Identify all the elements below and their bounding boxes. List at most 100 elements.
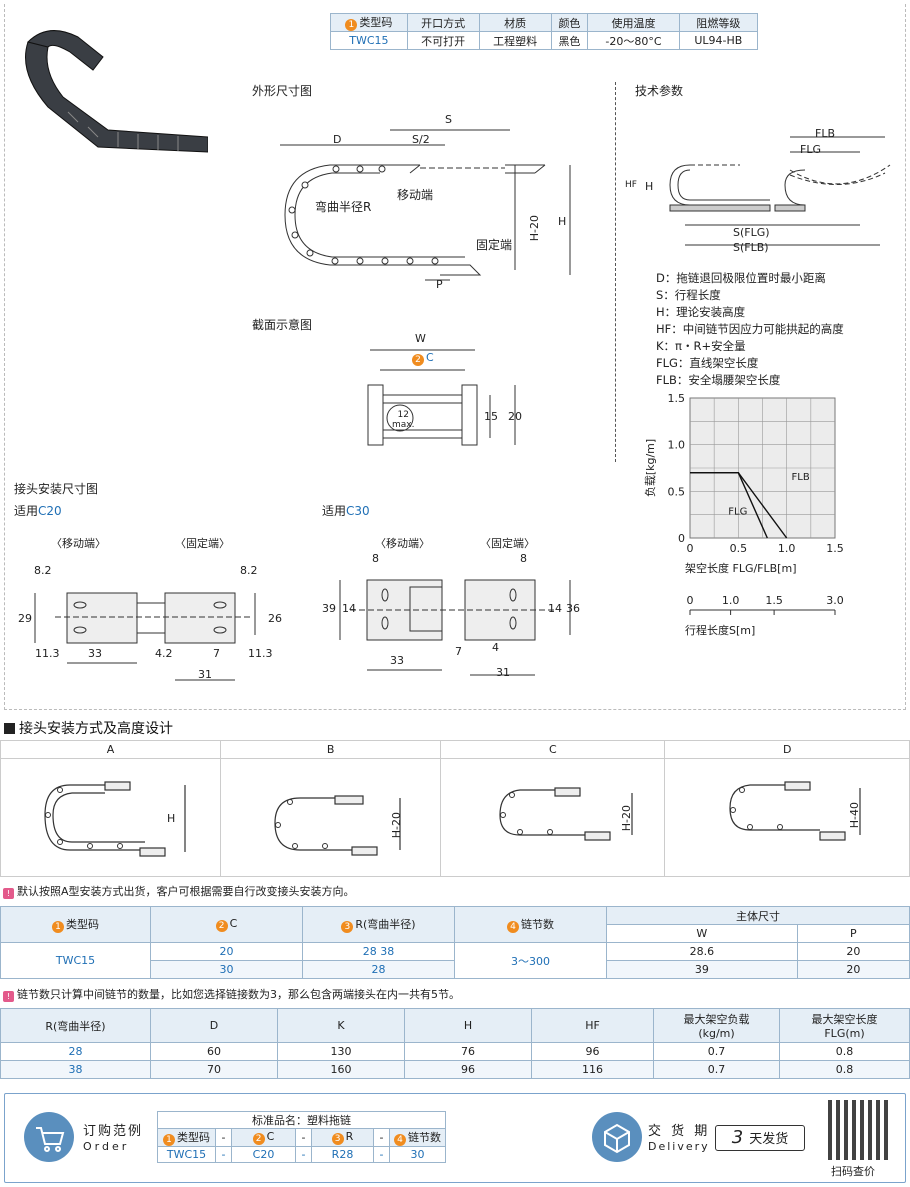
delivery-title-en: Delivery xyxy=(648,1140,710,1153)
install-height-C: H-20 xyxy=(620,805,633,832)
t1-p: 20 xyxy=(796,942,910,961)
label-moving-end: 移动端 xyxy=(397,188,434,202)
delivery-title: 交 货 期 xyxy=(648,1124,711,1139)
c20-dim: 8.2 xyxy=(34,564,52,577)
t1-type-code: TWC15 xyxy=(0,942,151,979)
spec-open: 不可打开 xyxy=(406,31,480,50)
badge-1: 1 xyxy=(345,19,358,31)
tech-SFLB: S(FLB) xyxy=(733,241,769,254)
c30-dim: 39 xyxy=(322,602,336,615)
install-height-D: H-40 xyxy=(848,802,861,829)
order-h-sep: - xyxy=(295,1128,312,1147)
dim-20: 20 xyxy=(508,410,522,423)
dim-S2: S/2 xyxy=(412,133,430,146)
c20-dim: 29 xyxy=(18,612,32,625)
install-table: A B C D xyxy=(0,740,910,877)
dim-S: S xyxy=(445,113,452,126)
cross-section-drawing xyxy=(367,349,516,446)
section-diagram-title: 截面示意图 xyxy=(252,318,313,332)
spec-flame: UL94-HB xyxy=(678,31,759,50)
chart-y-tick: 1.0 xyxy=(668,439,686,452)
spec-temp: -20～80°C xyxy=(587,31,680,50)
label-fixed-end: 固定端 xyxy=(476,238,513,252)
t1-header-body: 主体尺寸 xyxy=(606,906,910,925)
install-col-A: A xyxy=(0,740,221,759)
c30-dim: 36 xyxy=(566,602,580,615)
c20-dim: 4.2 xyxy=(155,647,173,660)
c20-dim: 8.2 xyxy=(240,564,258,577)
c20-dim: 31 xyxy=(198,668,212,681)
outline-title: 外形尺寸图 xyxy=(252,84,313,98)
t1-w: 39 xyxy=(606,960,798,979)
t2-cell: 96 xyxy=(404,1060,532,1079)
dim-15: 15 xyxy=(484,410,498,423)
order-v: TWC15 xyxy=(157,1146,216,1163)
qr-code-icon[interactable] xyxy=(828,1100,888,1160)
t2-cell: 60 xyxy=(150,1042,278,1061)
c20-label: 适用C20 xyxy=(14,504,62,518)
install-note: !默认按照A型安装方式出货，客户可根据需要自行改变接头安装方向。 xyxy=(3,883,355,899)
c30-dim: 33 xyxy=(390,654,404,667)
t2-cell: 116 xyxy=(531,1060,654,1079)
t2-cell: 28 xyxy=(0,1042,151,1061)
separator xyxy=(615,82,616,462)
def-item: FLB：安全塌腰架空长度 xyxy=(656,373,781,387)
stroke-axis-label: 行程长度S[m] xyxy=(685,623,755,637)
order-v: 30 xyxy=(389,1146,446,1163)
chart-y-tick: 0 xyxy=(678,532,685,545)
order-v: - xyxy=(373,1146,390,1163)
c30-fixed-end: 〈固定端〉 xyxy=(480,537,535,550)
order-h-sep: - xyxy=(373,1128,390,1147)
install-height-B: H-20 xyxy=(390,812,403,839)
chart-xlabel: 架空长度 FLG/FLB[m] xyxy=(685,561,796,575)
order-h-sep: - xyxy=(215,1128,232,1147)
chart-series-label: FLB xyxy=(792,472,810,483)
order-v: R28 xyxy=(311,1146,374,1163)
install-section-title: 接头安装方式及高度设计 xyxy=(4,718,173,738)
chart-y-tick: 1.5 xyxy=(668,392,686,405)
spec-header-flame: 阻燃等级 xyxy=(678,13,759,32)
chart-x-tick: 0.5 xyxy=(730,542,748,555)
c20-dim: 33 xyxy=(88,647,102,660)
outline-drawing xyxy=(280,129,571,281)
tech-FLG: FLG xyxy=(800,143,821,156)
t1-links: 3～300 xyxy=(454,942,607,979)
def-item: HF：中间链节因应力可能拱起的高度 xyxy=(656,322,844,336)
spec-color: 黑色 xyxy=(550,31,589,50)
c20-connector-drawing xyxy=(34,592,256,681)
spec-header-material: 材质 xyxy=(478,13,552,32)
stroke-tick: 1.0 xyxy=(722,594,740,607)
info-icon: ! xyxy=(3,991,14,1002)
c30-dim: 7 xyxy=(455,645,462,658)
chart-x-tick: 1.0 xyxy=(778,542,796,555)
dim-H: H xyxy=(558,215,567,228)
c30-dim: 31 xyxy=(496,666,510,679)
c20-moving-end: 〈移动端〉 xyxy=(51,537,106,550)
t2-header: HF xyxy=(531,1008,654,1043)
c20-dim: 7 xyxy=(213,647,220,660)
delivery-box-icon xyxy=(592,1112,642,1162)
links-note: !链节数只计算中间链节的数量，比如您选择链接数为3，那么包含两端接头在内一共有5… xyxy=(3,986,460,1002)
t1-sub-W: W xyxy=(606,924,798,943)
c30-dim: 8 xyxy=(520,552,527,565)
spec-header-open: 开口方式 xyxy=(406,13,480,32)
c30-dim: 4 xyxy=(492,641,499,654)
order-std-name: 标准品名：塑料拖链 xyxy=(157,1111,446,1129)
c20-dim: 26 xyxy=(268,612,282,625)
square-icon xyxy=(4,723,15,734)
install-col-C: C xyxy=(440,740,666,759)
tech-SFLG: S(FLG) xyxy=(733,226,770,239)
c30-connector-drawing xyxy=(339,579,571,676)
info-icon: ! xyxy=(3,888,14,899)
drag-chain-photo xyxy=(25,30,208,153)
c30-dim: 8 xyxy=(372,552,379,565)
t2-cell: 160 xyxy=(277,1060,405,1079)
order-v: - xyxy=(215,1146,232,1163)
